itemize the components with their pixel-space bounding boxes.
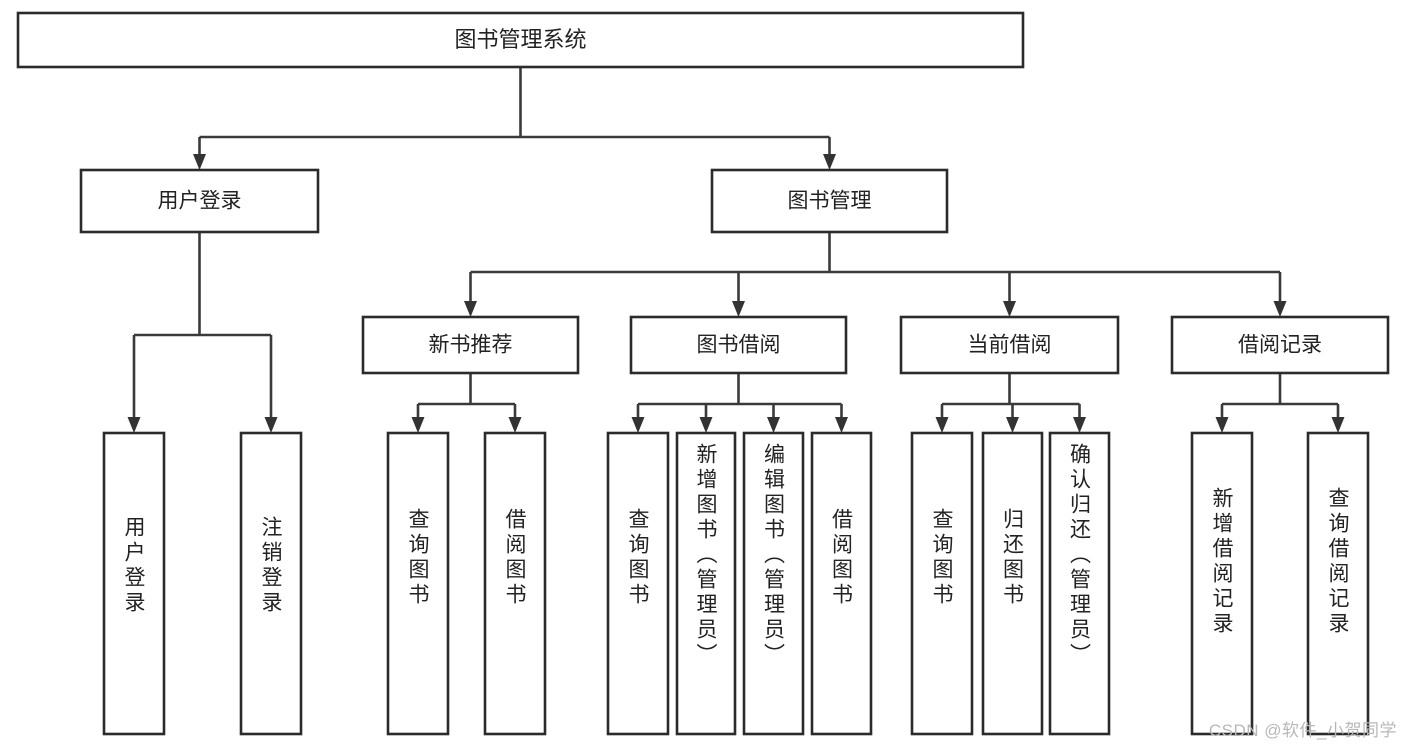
node-leaf-return-book[interactable] [981, 431, 1044, 736]
node-label-book-borrow: 图书借阅 [697, 334, 781, 357]
edge-current-borrow-arrow-0 [935, 417, 949, 433]
edge-book-borrow-arrow-3 [835, 417, 848, 433]
edge-new-book-recommend-arrow-0 [411, 417, 425, 433]
node-leaf-logout[interactable] [239, 431, 303, 736]
edge-userlogin-arrow-1 [264, 417, 278, 433]
node-box-leaf-borrow-book-2[interactable] [810, 431, 873, 736]
node-leaf-borrow-book-2[interactable] [810, 431, 873, 736]
node-book-borrow[interactable]: 图书借阅 [629, 315, 848, 375]
node-label-user-login: 用户登录 [158, 190, 242, 213]
node-box-book-borrow[interactable] [629, 315, 848, 375]
edge-borrow-record-arrow-1 [1331, 417, 1345, 433]
node-box-leaf-logout[interactable] [239, 431, 303, 736]
node-book-manage[interactable]: 图书管理 [710, 168, 949, 234]
node-leaf-add-book[interactable] [675, 431, 737, 736]
edge-userlogin-arrow-0 [127, 417, 141, 433]
node-box-leaf-confirm-return[interactable] [1048, 431, 1111, 736]
edge-root-arrow-0 [193, 154, 206, 170]
node-borrow-record[interactable]: 借阅记录 [1170, 315, 1390, 375]
node-box-leaf-query-book-3[interactable] [910, 431, 974, 736]
edge-bookmanage-arrow-2 [1003, 301, 1016, 317]
edge-book-borrow-arrow-1 [699, 417, 713, 433]
node-label-book-manage: 图书管理 [788, 190, 872, 213]
node-label-root: 图书管理系统 [454, 27, 586, 52]
node-box-leaf-query-record[interactable] [1306, 431, 1370, 736]
node-root[interactable]: 图书管理系统 [16, 11, 1025, 69]
edge-book-borrow-arrow-0 [631, 417, 645, 433]
node-leaf-add-record[interactable] [1190, 431, 1254, 736]
node-leaf-confirm-return[interactable] [1048, 431, 1111, 736]
edge-bookmanage-arrow-3 [1273, 301, 1287, 317]
node-current-borrow[interactable]: 当前借阅 [899, 315, 1120, 375]
edge-current-borrow-arrow-2 [1073, 417, 1086, 433]
node-leaf-edit-book[interactable] [742, 431, 805, 736]
edge-bookmanage-arrow-1 [732, 301, 745, 317]
node-box-leaf-add-record[interactable] [1190, 431, 1254, 736]
node-label-new-book-recommend: 新书推荐 [429, 334, 513, 357]
node-box-leaf-edit-book[interactable] [742, 431, 805, 736]
edge-root-arrow-1 [823, 154, 836, 170]
node-leaf-query-book-1[interactable] [386, 431, 450, 736]
node-box-new-book-recommend[interactable] [361, 315, 580, 375]
connectors-layer [127, 67, 1345, 433]
node-box-leaf-query-book-1[interactable] [386, 431, 450, 736]
edge-bookmanage-arrow-0 [464, 301, 477, 317]
node-label-borrow-record: 借阅记录 [1238, 334, 1322, 357]
node-box-root[interactable] [16, 11, 1025, 69]
csdn-watermark: CSDN @软件_小贺同学 [1208, 721, 1397, 740]
node-box-leaf-borrow-book-1[interactable] [483, 431, 547, 736]
edge-book-borrow-arrow-2 [767, 417, 780, 433]
node-box-leaf-return-book[interactable] [981, 431, 1044, 736]
node-leaf-query-record[interactable] [1306, 431, 1370, 736]
node-box-user-login[interactable] [79, 168, 320, 234]
node-box-book-manage[interactable] [710, 168, 949, 234]
node-leaf-query-book-2[interactable] [606, 431, 670, 736]
edge-borrow-record-arrow-0 [1215, 417, 1229, 433]
edge-current-borrow-arrow-1 [1006, 417, 1019, 433]
node-box-leaf-user-login[interactable] [102, 431, 166, 736]
node-new-book-recommend[interactable]: 新书推荐 [361, 315, 580, 375]
node-box-borrow-record[interactable] [1170, 315, 1390, 375]
edge-new-book-recommend-arrow-1 [508, 417, 522, 433]
node-label-current-borrow: 当前借阅 [968, 334, 1052, 357]
node-box-leaf-add-book[interactable] [675, 431, 737, 736]
node-leaf-query-book-3[interactable] [910, 431, 974, 736]
node-user-login[interactable]: 用户登录 [79, 168, 320, 234]
node-leaf-user-login[interactable] [102, 431, 166, 736]
node-box-current-borrow[interactable] [899, 315, 1120, 375]
node-leaf-borrow-book-1[interactable] [483, 431, 547, 736]
node-box-leaf-query-book-2[interactable] [606, 431, 670, 736]
